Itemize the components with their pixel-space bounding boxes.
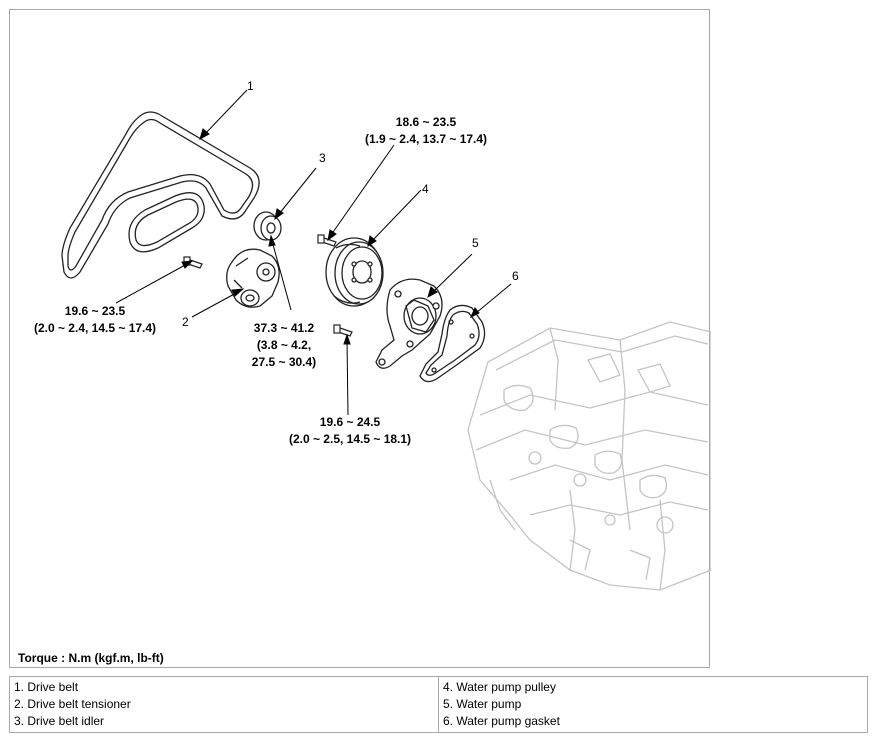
torque-spec-tensioner: 19.6 ~ 23.5 (2.0 ~ 2.4, 14.5 ~ 17.4): [34, 304, 156, 335]
torque-spec-line: 19.6 ~ 24.5: [320, 415, 381, 429]
drive-belt-drawing: [61, 111, 260, 279]
water-pump-gasket-drawing: [419, 304, 486, 383]
callout-3: 3: [319, 151, 326, 165]
legend-item: 6. Water pump gasket: [443, 714, 560, 728]
figure-frame: 1 2 3 4 5 6 19.6 ~ 23.5 (2.0 ~ 2.4, 14.5…: [9, 9, 711, 668]
exploded-diagram: 1 2 3 4 5 6 19.6 ~ 23.5 (2.0 ~ 2.4, 14.5…: [34, 79, 711, 591]
legend-column-right: 4. Water pump pulley 5. Water pump 6. Wa…: [438, 676, 868, 733]
torque-spec-line: (2.0 ~ 2.4, 14.5 ~ 17.4): [34, 321, 156, 335]
callout-5: 5: [472, 236, 479, 250]
torque-spec-line: (2.0 ~ 2.5, 14.5 ~ 18.1): [289, 432, 411, 446]
engine-block-drawing: [467, 321, 711, 591]
torque-spec-line: (1.9 ~ 2.4, 13.7 ~ 17.4): [365, 132, 487, 146]
callout-4: 4: [422, 182, 429, 196]
legend-item: 4. Water pump pulley: [443, 680, 556, 694]
legend-item: 2. Drive belt tensioner: [14, 697, 131, 711]
torque-spec-idler: 37.3 ~ 41.2 (3.8 ~ 4.2, 27.5 ~ 30.4): [252, 321, 316, 369]
drive-belt-idler-drawing: [253, 211, 282, 241]
legend-item: 5. Water pump: [443, 697, 522, 711]
legend-item: 1. Drive belt: [14, 680, 79, 694]
torque-spec-line: 19.6 ~ 23.5: [65, 304, 126, 318]
callout-1: 1: [247, 79, 254, 93]
torque-spec-pulley: 18.6 ~ 23.5 (1.9 ~ 2.4, 13.7 ~ 17.4): [365, 115, 487, 146]
legend-item: 3. Drive belt idler: [14, 714, 105, 728]
torque-spec-line: 37.3 ~ 41.2: [254, 321, 315, 335]
torque-spec-pump: 19.6 ~ 24.5 (2.0 ~ 2.5, 14.5 ~ 18.1): [289, 415, 411, 446]
callout-6: 6: [512, 269, 519, 283]
torque-units-note: Torque : N.m (kgf.m, lb-ft): [18, 651, 164, 665]
water-pump-pulley-drawing: [325, 237, 384, 307]
torque-spec-line: (3.8 ~ 4.2,: [257, 338, 311, 352]
leader-lines: [115, 89, 512, 416]
parts-legend-table: 1. Drive belt 2. Drive belt tensioner 3.…: [9, 676, 868, 733]
water-pump-drawing: [375, 278, 443, 369]
drive-belt-tensioner-drawing: [226, 248, 280, 308]
callout-2: 2: [182, 315, 189, 329]
torque-spec-line: 27.5 ~ 30.4): [252, 355, 316, 369]
torque-spec-line: 18.6 ~ 23.5: [396, 115, 457, 129]
legend-column-left: 1. Drive belt 2. Drive belt tensioner 3.…: [9, 676, 439, 733]
